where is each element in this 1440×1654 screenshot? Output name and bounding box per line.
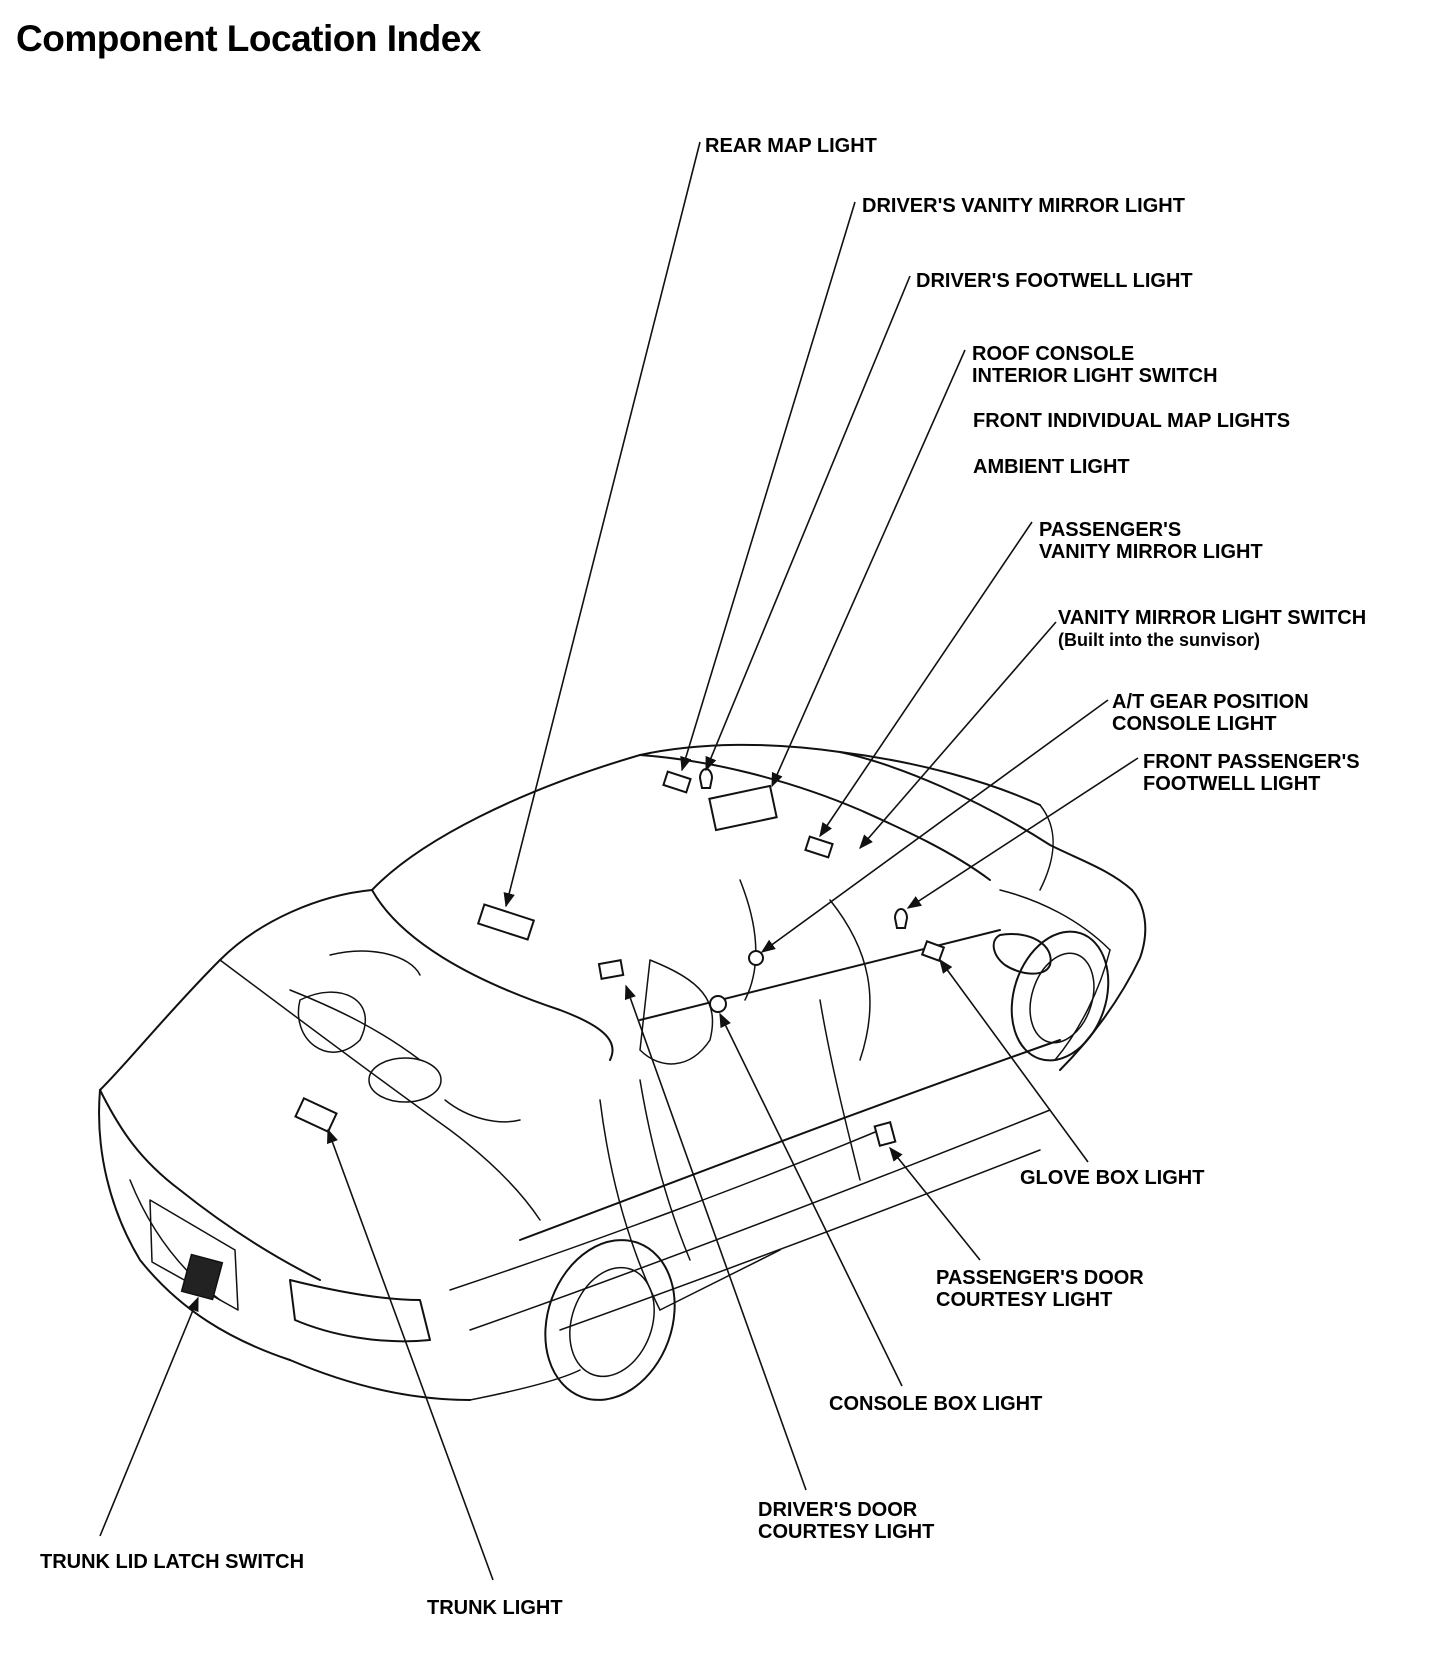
- label-ambient-light: AMBIENT LIGHT: [973, 456, 1130, 478]
- label-drivers-vanity-mirror-light: DRIVER'S VANITY MIRROR LIGHT: [862, 195, 1185, 217]
- label-roof-console-line1: ROOF CONSOLE: [972, 343, 1134, 365]
- label-at-gear-position-line1: A/T GEAR POSITION: [1112, 691, 1309, 713]
- at-gear-position-console-light-leader: [760, 699, 1109, 953]
- at-gear-position-console-light-marker: [748, 950, 764, 966]
- label-rear-map-light: REAR MAP LIGHT: [705, 135, 877, 157]
- label-drivers-door-courtesy-line2: COURTESY LIGHT: [758, 1521, 934, 1543]
- label-passengers-vanity-mirror-light-line2: VANITY MIRROR LIGHT: [1039, 541, 1263, 563]
- leader-lines: [99, 141, 1139, 1581]
- label-passengers-door-courtesy-line1: PASSENGER'S DOOR: [936, 1267, 1144, 1289]
- drivers-vanity-mirror-light-leader: [680, 201, 856, 772]
- passengers-vanity-mirror-light-leader: [819, 521, 1033, 838]
- component-markers: [180, 768, 946, 1301]
- label-glove-box-light: GLOVE BOX LIGHT: [1020, 1167, 1204, 1189]
- label-front-passengers-footwell-line1: FRONT PASSENGER'S: [1143, 751, 1360, 773]
- drivers-footwell-light-marker: [698, 768, 714, 789]
- rear-map-light-marker: [476, 903, 536, 941]
- front-passengers-footwell-light-marker: [893, 908, 909, 929]
- front-passengers-footwell-light-leader: [906, 757, 1139, 909]
- trunk-lid-latch-switch-marker: [180, 1253, 224, 1301]
- label-passengers-vanity-mirror-light-line1: PASSENGER'S: [1039, 519, 1181, 541]
- label-passengers-door-courtesy-line2: COURTESY LIGHT: [936, 1289, 1112, 1311]
- rear-map-light-leader: [503, 141, 701, 908]
- drivers-door-courtesy-light-marker: [597, 959, 625, 980]
- glove-box-light-marker: [920, 940, 946, 962]
- drivers-footwell-light-leader: [705, 275, 911, 772]
- console-box-light-marker: [709, 995, 727, 1013]
- label-at-gear-position-line2: CONSOLE LIGHT: [1112, 713, 1276, 735]
- passengers-vanity-mirror-light-marker: [804, 835, 834, 859]
- label-vanity-mirror-light-switch-note: (Built into the sunvisor): [1058, 630, 1260, 650]
- vanity-mirror-light-switch-leader: [859, 621, 1057, 850]
- passengers-door-courtesy-light-marker: [873, 1121, 897, 1147]
- label-roof-console-line2: INTERIOR LIGHT SWITCH: [972, 365, 1218, 387]
- label-drivers-door-courtesy-line1: DRIVER'S DOOR: [758, 1499, 918, 1521]
- roof-console-marker: [708, 784, 778, 832]
- console-box-light-leader: [719, 1012, 903, 1387]
- label-vanity-mirror-light-switch: VANITY MIRROR LIGHT SWITCH: [1058, 607, 1366, 629]
- label-drivers-footwell-light: DRIVER'S FOOTWELL LIGHT: [916, 270, 1193, 292]
- roof-console-leader: [771, 349, 966, 788]
- label-front-individual-map-lights: FRONT INDIVIDUAL MAP LIGHTS: [973, 410, 1290, 432]
- page-title: Component Location Index: [16, 18, 481, 59]
- trunk-lid-latch-switch-leader: [99, 1296, 199, 1537]
- glove-box-light-leader: [939, 958, 1089, 1163]
- callout-labels: REAR MAP LIGHT DRIVER'S VANITY MIRROR LI…: [40, 135, 1366, 1619]
- car-outline: [98, 743, 1147, 1401]
- label-console-box-light: CONSOLE BOX LIGHT: [829, 1393, 1042, 1415]
- label-trunk-light: TRUNK LIGHT: [427, 1597, 563, 1619]
- drivers-vanity-mirror-light-marker: [662, 770, 692, 794]
- drivers-door-courtesy-light-leader: [624, 984, 807, 1491]
- passengers-door-courtesy-light-leader: [889, 1146, 981, 1261]
- trunk-light-leader: [327, 1128, 494, 1581]
- trunk-light-marker: [294, 1097, 338, 1133]
- label-front-passengers-footwell-line2: FOOTWELL LIGHT: [1143, 773, 1320, 795]
- label-trunk-lid-latch-switch: TRUNK LID LATCH SWITCH: [40, 1551, 304, 1573]
